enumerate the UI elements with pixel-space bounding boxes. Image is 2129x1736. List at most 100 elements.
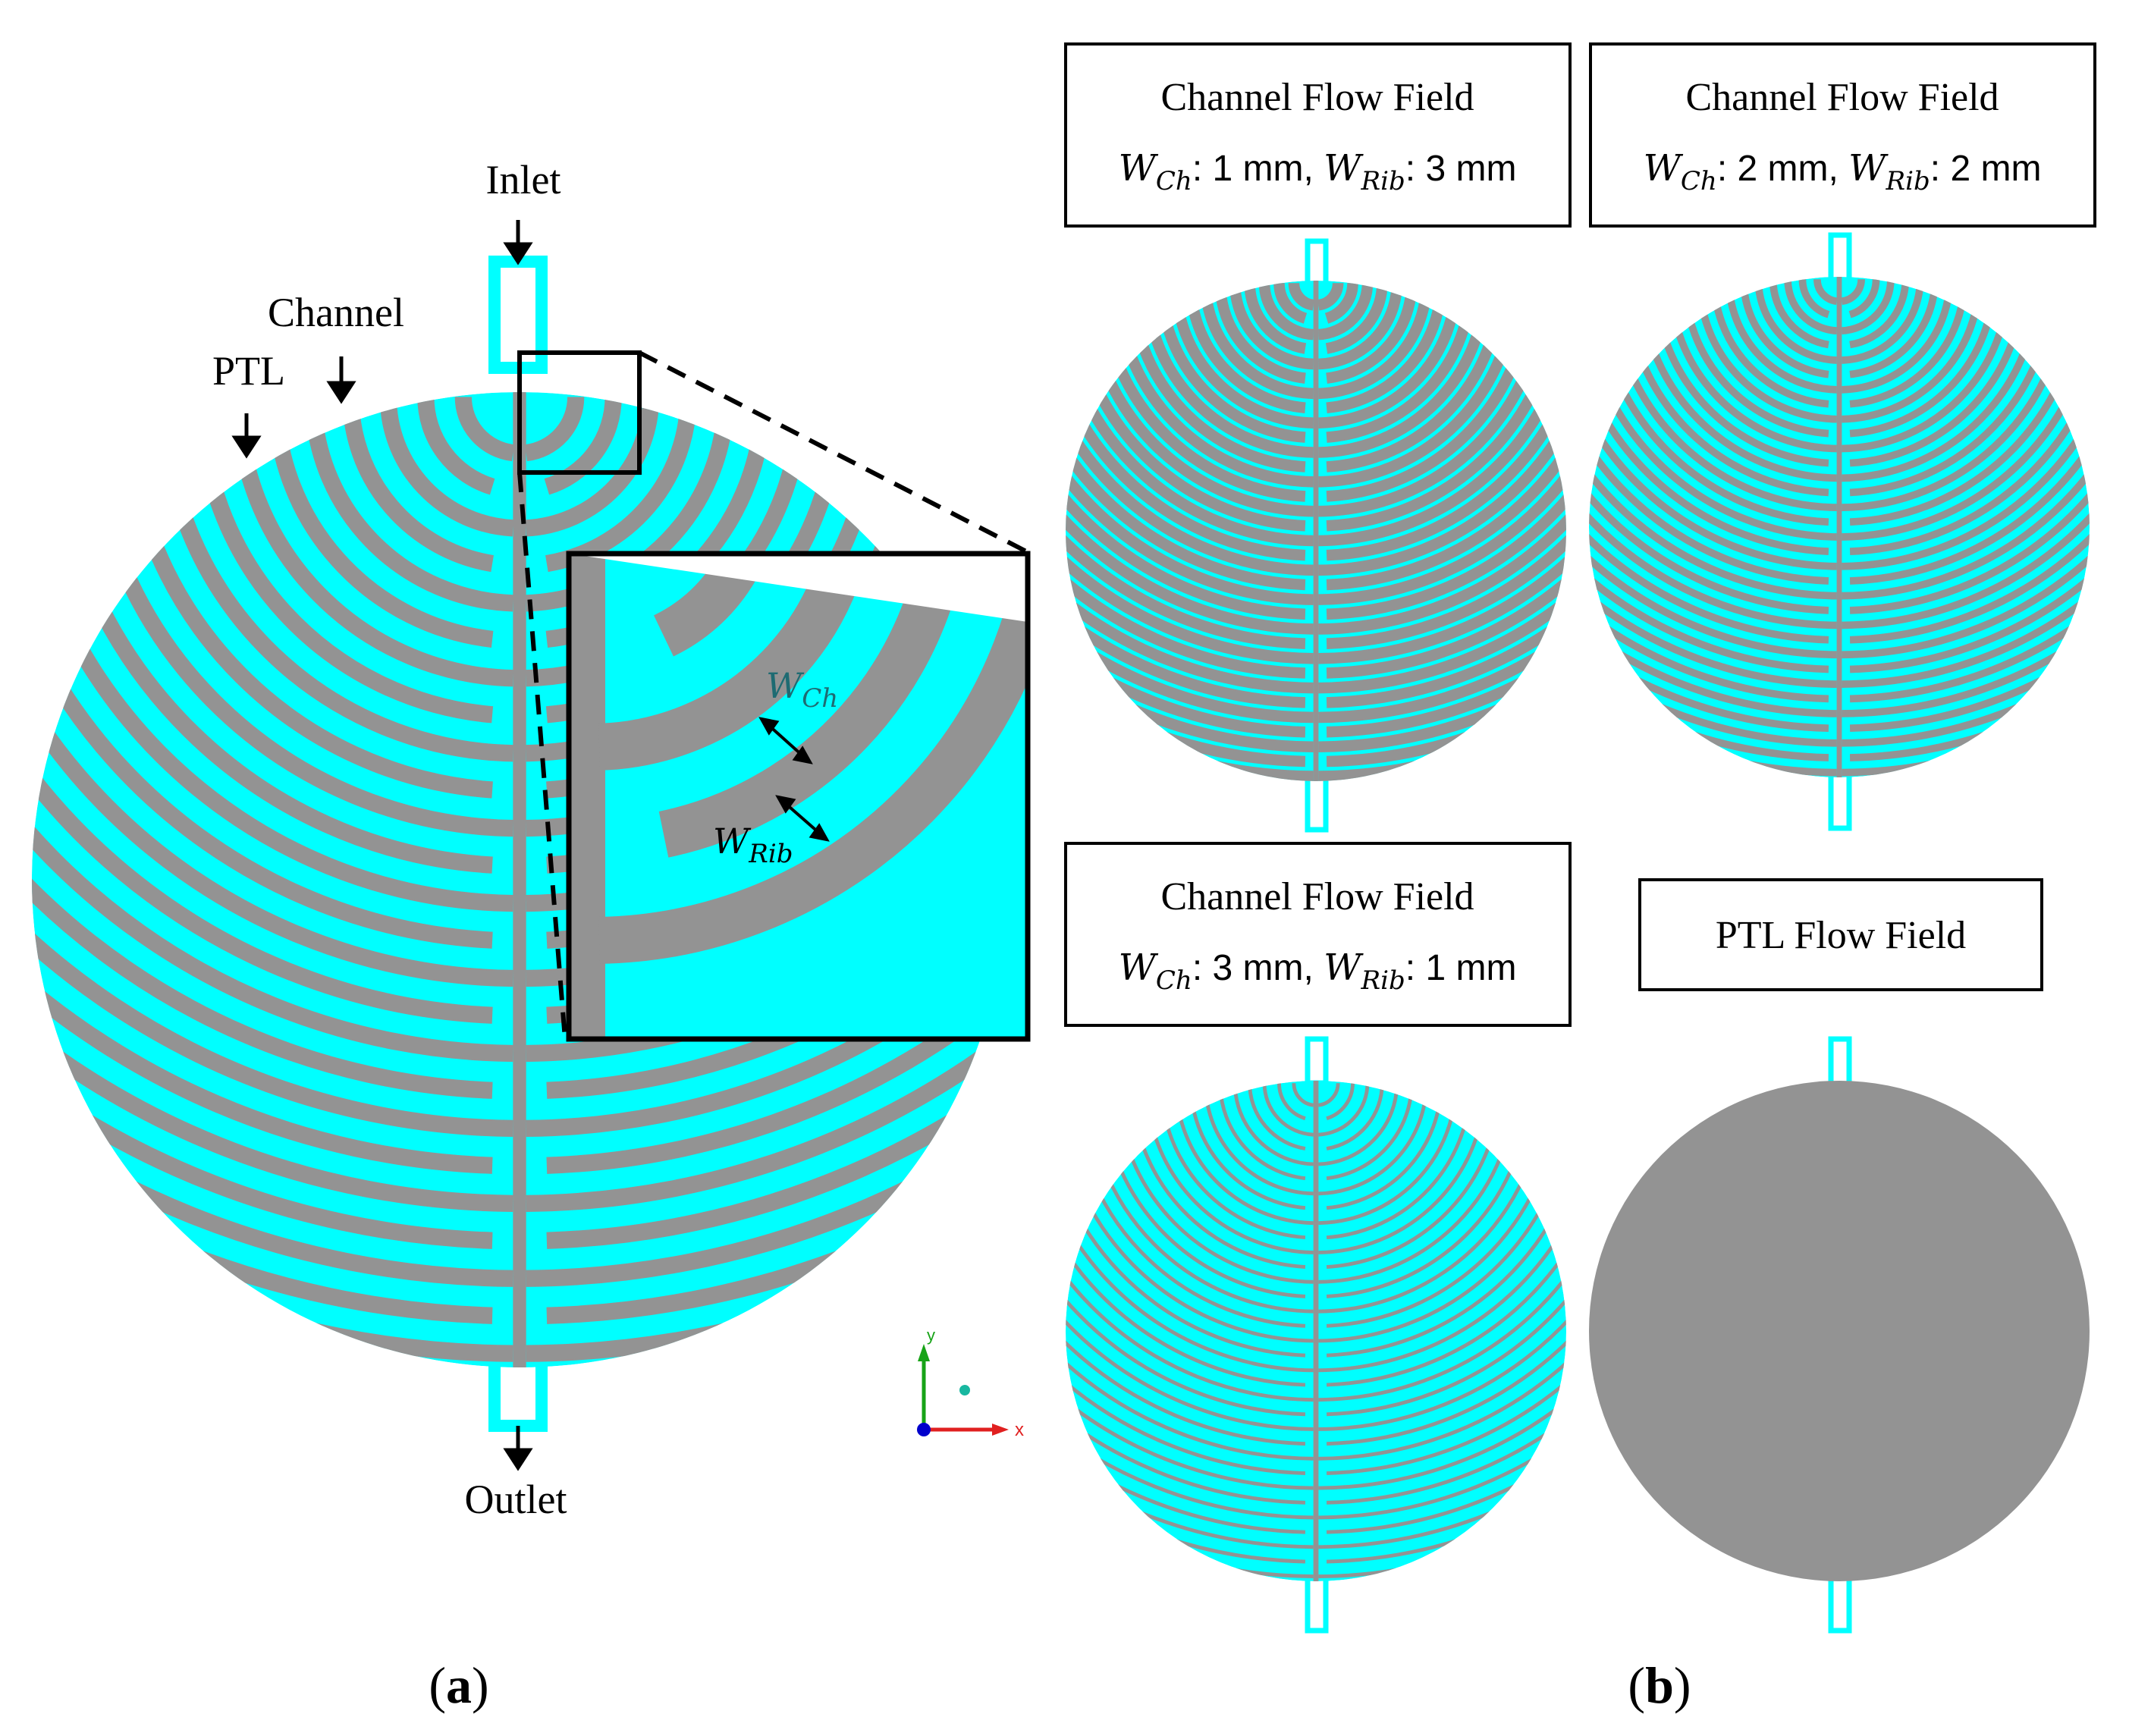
case-2-rib bbox=[1842, 279, 2090, 629]
caption-b: (b) bbox=[1628, 1656, 1691, 1714]
case-3-plate bbox=[1066, 1081, 1566, 1581]
case-1-rib bbox=[1325, 283, 1388, 354]
case-1-rib bbox=[1066, 283, 1314, 664]
case-1-rib bbox=[1200, 283, 1314, 400]
case-1-rib bbox=[1318, 283, 1566, 547]
plate-a-rib bbox=[32, 397, 513, 1212]
case-2-rib bbox=[1842, 279, 2090, 659]
case-1-title: Channel Flow Field bbox=[1160, 76, 1474, 119]
case-2-rib bbox=[1849, 279, 1910, 349]
case-2-rib bbox=[1849, 279, 2090, 673]
w-rib-dimension-arrow bbox=[775, 795, 830, 842]
case-3-rib bbox=[1277, 1083, 1306, 1121]
case-2-plate bbox=[1589, 277, 2090, 777]
case-3-rib bbox=[1318, 1083, 1566, 1343]
plate-a-rib bbox=[379, 397, 513, 537]
case-1-rib bbox=[1318, 283, 1566, 694]
plate-a-rib bbox=[304, 397, 513, 612]
case-1-rib bbox=[1066, 283, 1314, 635]
case-3-rib bbox=[1066, 1083, 1306, 1358]
case-2-rib bbox=[1842, 279, 2090, 747]
case-4-title: PTL Flow Field bbox=[1716, 914, 1966, 957]
case-1-rib bbox=[1066, 283, 1306, 738]
zoom-channel-detail bbox=[569, 554, 1028, 1039]
case-1-rib bbox=[1066, 283, 1314, 576]
case-3-rib bbox=[1327, 1083, 1566, 1564]
case-1-outlet-tube bbox=[1305, 772, 1329, 833]
case-2-rib bbox=[1798, 279, 1830, 319]
case-1-rib bbox=[1244, 283, 1307, 354]
case-2-rib bbox=[1589, 279, 1837, 717]
plate-a-rib bbox=[417, 397, 495, 495]
plate-a-rib bbox=[526, 397, 1007, 1287]
case-1-spine bbox=[1313, 281, 1319, 781]
case-3-rib bbox=[1066, 1083, 1306, 1417]
case-3-rib bbox=[1066, 1083, 1314, 1431]
case-1-rib bbox=[1066, 283, 1314, 547]
case-3-rib bbox=[1066, 1083, 1314, 1461]
case-3-rib bbox=[1066, 1083, 1306, 1446]
plate-a-rib bbox=[32, 397, 493, 1024]
case-3-rib bbox=[1318, 1083, 1566, 1549]
case-4-ptl-plate bbox=[1589, 1081, 2090, 1581]
zoom-guide-line-top bbox=[638, 350, 1029, 554]
plate-a-rib bbox=[32, 397, 493, 1249]
case-3-rib bbox=[1248, 1083, 1306, 1151]
plate-a-rib bbox=[32, 397, 493, 949]
zoom-outside-region bbox=[569, 554, 1028, 622]
case-1-rib bbox=[1318, 283, 1566, 635]
case-1-rib bbox=[1326, 283, 1566, 768]
case-3-rib bbox=[1066, 1083, 1305, 1505]
case-3-rib bbox=[1066, 1083, 1314, 1549]
case-2-outlet-tube bbox=[1828, 771, 1852, 831]
case-2-rib bbox=[1842, 279, 1895, 335]
case-3-rib bbox=[1218, 1083, 1306, 1181]
panel-a: WCh WRib Inlet Channel PTL bbox=[32, 157, 1031, 1714]
plate-a-rib bbox=[32, 397, 513, 987]
case-3-rib bbox=[1066, 1083, 1305, 1564]
case-2-rib bbox=[1849, 279, 1939, 378]
case-1-rib bbox=[1326, 283, 1566, 708]
case-2-rib bbox=[1589, 279, 1837, 541]
case-1-rib bbox=[1318, 283, 1566, 724]
case-1-rib bbox=[1229, 283, 1314, 370]
case-3-rib bbox=[1292, 1083, 1314, 1107]
case-3-rib bbox=[1327, 1083, 1566, 1505]
case-1-rib bbox=[1317, 283, 1374, 341]
case-2-widths: WCh: 2 mm, WRib: 2 mm bbox=[1644, 147, 2042, 196]
case-2-rib bbox=[1725, 279, 1837, 394]
case-4-title-box: PTL Flow Field bbox=[1638, 878, 2043, 991]
case-2-rib bbox=[1754, 279, 1837, 364]
zoom-spine bbox=[569, 554, 605, 1039]
plate-a-rib bbox=[342, 397, 494, 573]
case-2-rib bbox=[1589, 279, 1829, 761]
case-2-title: Channel Flow Field bbox=[1685, 76, 1999, 119]
case-2-title-box: Channel Flow Field WCh: 2 mm, WRib: 2 mm bbox=[1589, 42, 2096, 228]
case-3-rib bbox=[1066, 1083, 1314, 1520]
case-1-plate bbox=[1066, 281, 1566, 781]
plate-a-rib bbox=[546, 397, 1007, 1324]
case-2-rib bbox=[1849, 279, 2090, 614]
case-2-inlet-tube bbox=[1828, 232, 1852, 284]
case-1-rib bbox=[1318, 283, 1432, 400]
case-2-rib bbox=[1848, 279, 1880, 319]
case-2-rib bbox=[1769, 279, 1829, 349]
ptl-arrow bbox=[231, 413, 262, 459]
plate-a-spine bbox=[513, 392, 526, 1367]
case-2-rib bbox=[1849, 279, 2090, 644]
case-3-rib bbox=[1318, 1083, 1566, 1431]
case-1-rib bbox=[1326, 283, 1566, 561]
plate-a-rib bbox=[544, 397, 622, 495]
case-1-rib bbox=[1066, 283, 1306, 561]
case-1-widths: WCh: 1 mm, WRib: 3 mm bbox=[1119, 147, 1517, 196]
case-3-widths: WCh: 3 mm, WRib: 1 mm bbox=[1119, 946, 1517, 996]
case-1-rib bbox=[1258, 283, 1314, 341]
case-2-rib bbox=[1842, 279, 2090, 600]
case-3-rib bbox=[1066, 1083, 1314, 1373]
case-3-rib bbox=[1318, 1083, 1566, 1402]
outlet-arrow bbox=[503, 1426, 533, 1471]
case-3-title: Channel Flow Field bbox=[1160, 875, 1474, 918]
plate-a-rib bbox=[32, 397, 493, 1324]
case-1-rib bbox=[1214, 283, 1306, 384]
